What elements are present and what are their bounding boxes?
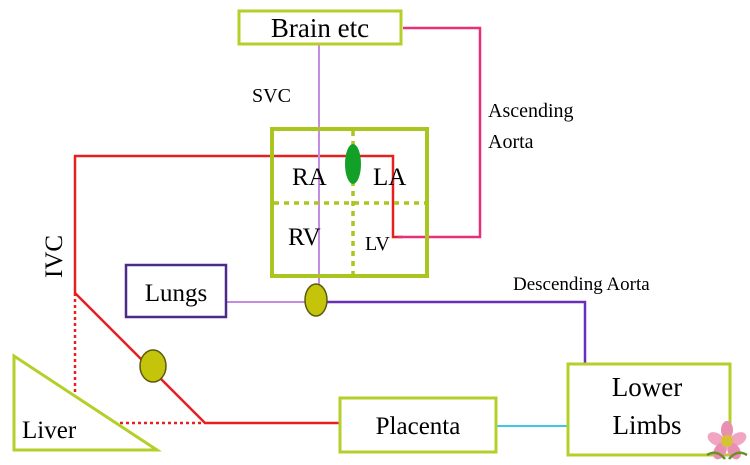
lower-limbs-box [566,362,732,457]
lower-limbs-label-2: Limbs [612,410,681,440]
ascending-aorta-vessel [398,26,482,239]
foramen-ovale [345,144,361,184]
ductus-arteriosus-shunt [304,283,328,317]
liver-label: Liver [22,417,77,444]
brain-label: Brain etc [271,13,369,43]
ivc-label: IVC [41,235,68,278]
ductus-venosus-shunt [139,349,167,383]
ascending-aorta-label-1: Ascending [488,100,574,122]
heart-box [270,127,429,278]
rv-label: RV [288,224,321,251]
descending-aorta-label: Descending Aorta [513,274,650,295]
placenta-box [338,396,498,454]
lungs-box [124,263,228,319]
ivc-vessel [73,154,403,424]
flower-icon [706,421,748,460]
ascending-aorta-label-2: Aorta [488,131,534,153]
lv-label: LV [365,233,390,255]
descending-aorta-vessel [320,300,587,364]
ra-label: RA [292,164,327,191]
placenta-label: Placenta [376,413,461,440]
brain-box [237,9,403,46]
svc-label: SVC [252,85,291,107]
liver-shape [12,353,163,452]
la-label: LA [373,164,406,191]
lower-limbs-label-1: Lower [612,372,682,402]
lungs-label: Lungs [145,280,208,307]
